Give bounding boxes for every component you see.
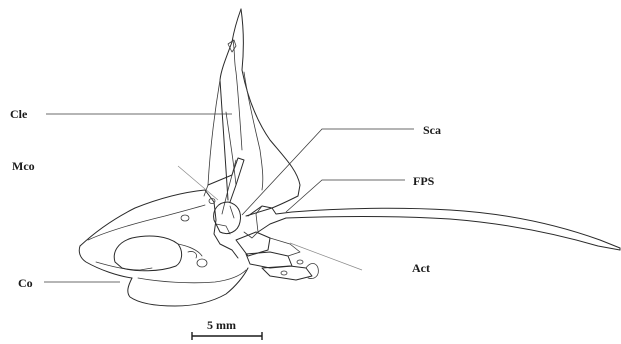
scale-bar: 5 mm	[192, 318, 262, 340]
coracoid-outline	[79, 190, 248, 306]
cleithrum-outline	[204, 9, 300, 216]
label-act: Act	[412, 261, 430, 275]
pectoral-spine-outline	[244, 206, 620, 250]
fps-leader-line	[286, 180, 405, 212]
label-mco: Mco	[12, 159, 35, 173]
sca-leader-line	[242, 129, 414, 215]
label-cle: Cle	[10, 107, 28, 121]
bone-drawing	[79, 9, 620, 306]
scale-bar-label: 5 mm	[207, 318, 236, 332]
label-co: Co	[18, 276, 33, 290]
act-leader-line	[290, 243, 362, 270]
leader-lines	[44, 114, 414, 282]
label-sca: Sca	[423, 123, 441, 137]
label-fps: FPS	[413, 174, 435, 188]
actinosts-outline	[236, 232, 318, 280]
